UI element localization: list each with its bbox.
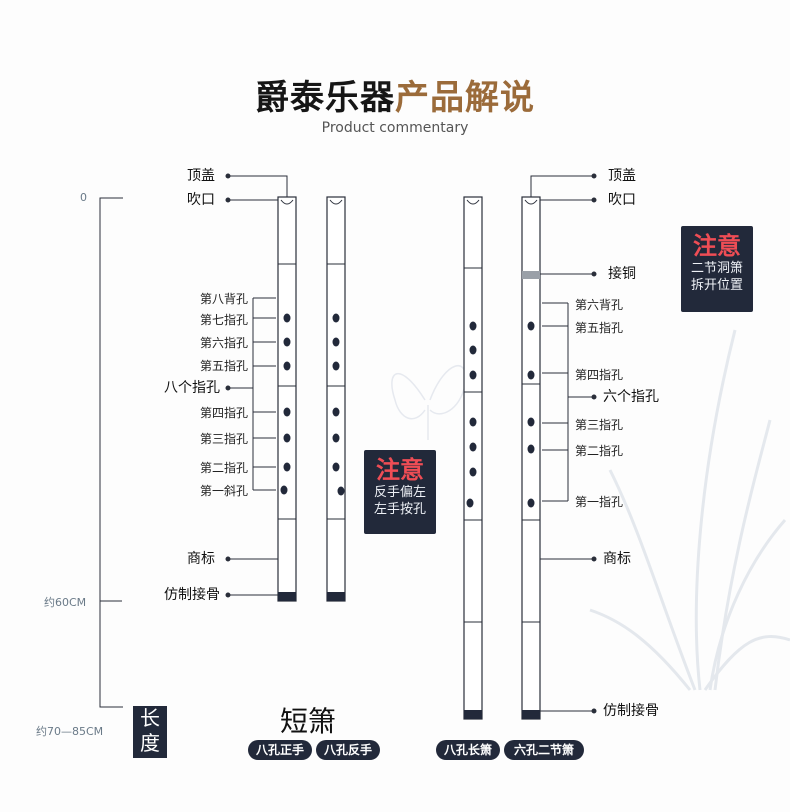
note-left-heading: 注意 xyxy=(376,456,424,484)
title-brand: 爵泰乐器 xyxy=(255,78,395,118)
label-top-cap-left: 顶盖 xyxy=(187,168,215,184)
flute-eight-hole-long xyxy=(463,196,483,720)
label-hole3-right: 第三指孔 xyxy=(575,418,624,432)
left-leader-lines xyxy=(225,173,288,598)
label-hole5-right: 第五指孔 xyxy=(575,321,624,335)
label-bone-joint-left: 仿制接骨 xyxy=(164,587,220,603)
page-subtitle: Product commentary xyxy=(321,120,469,136)
orchid-decoration xyxy=(589,329,790,691)
butterfly-decoration xyxy=(391,365,467,440)
label-hole3-left: 第三指孔 xyxy=(199,432,248,446)
length-label-box: 长 度 xyxy=(133,706,167,758)
label-hole8-left: 第八背孔 xyxy=(199,292,248,306)
title-accent: 产品解说 xyxy=(395,78,535,118)
label-hole6-left: 第六指孔 xyxy=(199,336,248,350)
note-left-line2: 左手按孔 xyxy=(373,502,426,517)
label-hole1-left: 第一斜孔 xyxy=(199,484,248,498)
scale-zero-label: 0 xyxy=(80,191,87,204)
flute-eight-hole-reverse xyxy=(326,196,346,602)
label-hole6-right: 第六背孔 xyxy=(575,298,624,312)
note-right-heading: 注意 xyxy=(693,232,741,260)
label-hole1-right: 第一指孔 xyxy=(575,495,624,509)
label-hole5-left: 第五指孔 xyxy=(199,359,248,373)
label-hole4-right: 第四指孔 xyxy=(575,368,624,382)
pill-six-hole-two-section: 六孔二节箫 xyxy=(504,740,584,760)
pill-eight-hole-front: 八孔正手 xyxy=(248,740,312,760)
label-mouth-left: 吹口 xyxy=(187,192,215,208)
scale-end-label: 约70—85CM xyxy=(36,725,104,738)
label-bone-joint-right: 仿制接骨 xyxy=(603,703,659,719)
note-left-line1: 反手偏左 xyxy=(373,485,426,500)
length-label-char2: 度 xyxy=(140,731,160,755)
label-six-holes: 六个指孔 xyxy=(603,389,659,405)
note-right-line2: 拆开位置 xyxy=(690,278,743,293)
note-right-line1: 二节洞箫 xyxy=(690,261,743,276)
label-trademark-left: 商标 xyxy=(187,551,215,567)
label-hole2-left: 第二指孔 xyxy=(199,461,248,475)
flute-eight-hole-front xyxy=(277,196,297,602)
length-label-char1: 长 xyxy=(140,706,160,730)
note-badge-left: 注意 反手偏左 左手按孔 xyxy=(364,450,436,534)
label-hole4-left: 第四指孔 xyxy=(199,406,248,420)
label-trademark-right: 商标 xyxy=(603,551,631,567)
label-hole7-left: 第七指孔 xyxy=(199,313,248,327)
label-hole2-right: 第二指孔 xyxy=(575,444,624,458)
short-xiao-caption: 短箫 xyxy=(280,705,337,738)
length-scale-bar xyxy=(99,197,123,708)
label-mouth-right: 吹口 xyxy=(608,192,636,208)
label-top-cap-right: 顶盖 xyxy=(608,168,636,184)
scale-mid-label: 约60CM xyxy=(44,596,87,609)
page-title: 爵泰乐器产品解说 xyxy=(0,78,790,118)
label-eight-holes: 八个指孔 xyxy=(164,380,220,396)
pill-eight-hole-long: 八孔长箫 xyxy=(436,740,500,760)
flute-six-hole-two-section xyxy=(521,196,541,720)
pill-eight-hole-reverse: 八孔反手 xyxy=(316,740,380,760)
note-badge-right: 注意 二节洞箫 拆开位置 xyxy=(681,226,753,312)
label-copper-joint: 接铜 xyxy=(608,266,636,282)
right-leader-lines xyxy=(530,173,597,714)
